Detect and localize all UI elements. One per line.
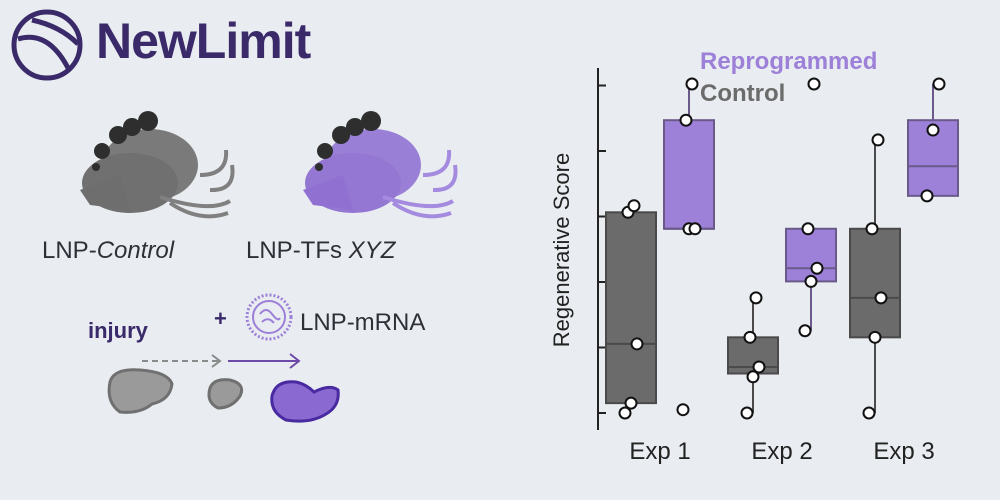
data-point (798, 324, 812, 338)
liver-injured-icon (207, 378, 244, 410)
label-prefix: LNP-TFs (246, 237, 349, 264)
data-point (740, 406, 754, 420)
data-point (685, 77, 699, 91)
label-suffix: Control (96, 237, 175, 264)
treatment-mice-illustration (303, 111, 458, 219)
liver-regenerated-icon (270, 380, 340, 423)
box (849, 227, 901, 339)
solid-arrow-icon (228, 353, 301, 369)
data-point (618, 406, 632, 420)
mouse-icon (80, 111, 235, 219)
logo-icon (11, 9, 83, 81)
data-point (920, 189, 934, 203)
brand-name: NewLimit (96, 13, 311, 69)
x-tick-label: Exp 3 (873, 438, 935, 465)
lnp-particle-icon (245, 293, 293, 341)
control-mice-illustration (80, 111, 235, 219)
data-point (630, 337, 644, 351)
x-tick-label: Exp 2 (751, 438, 813, 465)
mouse-icon (303, 111, 458, 219)
data-point (624, 396, 638, 410)
data-point (743, 330, 757, 344)
plus-sign: + (214, 306, 227, 331)
label-lnp-control: LNP-Control (42, 237, 174, 265)
lnp-mrna-label: LNP-mRNA (300, 309, 426, 336)
liver-healthy-icon (107, 368, 174, 414)
data-point (874, 291, 888, 305)
data-point (804, 274, 818, 288)
data-point (807, 77, 821, 91)
x-tick-label: Exp 1 (629, 438, 691, 465)
label-lnp-tfs: LNP-TFs XYZ (246, 237, 395, 265)
data-point (676, 403, 690, 417)
label-suffix: XYZ (348, 237, 396, 264)
dashed-arrow-icon (142, 354, 222, 368)
legend-reprogrammed: Reprogrammed (700, 48, 878, 75)
data-point (871, 133, 885, 147)
data-point (801, 222, 815, 236)
y-axis-label: Regenerative Score (549, 152, 574, 348)
data-point (679, 113, 693, 127)
data-point (688, 222, 702, 236)
data-point (868, 330, 882, 344)
process-arrows (107, 353, 340, 423)
box (605, 211, 657, 405)
data-point (746, 370, 760, 384)
data-point (749, 291, 763, 305)
data-point (810, 261, 824, 275)
data-point (932, 77, 946, 91)
box (785, 227, 837, 283)
injury-label: injury (88, 318, 148, 343)
data-point (865, 222, 879, 236)
data-point (926, 123, 940, 137)
box (663, 119, 715, 230)
box-plot (597, 68, 959, 430)
legend-control: Control (700, 80, 786, 107)
data-point (627, 199, 641, 213)
label-prefix: LNP- (42, 237, 97, 264)
data-point (862, 406, 876, 420)
data-point (752, 360, 766, 374)
